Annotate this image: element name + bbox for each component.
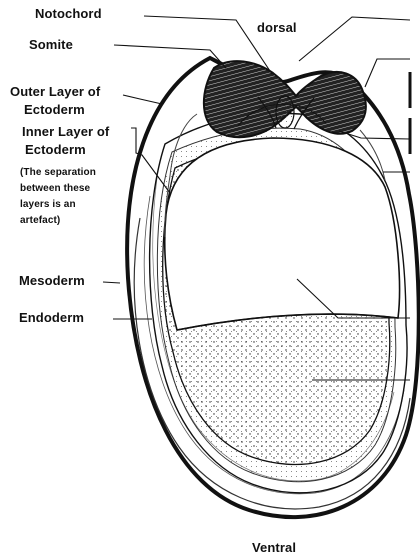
artefact-note-line3: layers is an: [20, 200, 76, 210]
endoderm-label: Endoderm: [19, 311, 84, 324]
inner-layer-label-line1: Inner Layer of: [22, 125, 109, 138]
somite-label: Somite: [29, 38, 73, 51]
outer-layer-label-line1: Outer Layer of: [10, 85, 100, 98]
dorsal-label: dorsal: [257, 21, 297, 34]
notochord-shape: [276, 96, 294, 128]
ventral-label: Ventral: [252, 541, 296, 554]
outer-layer-label-line2: Ectoderm: [24, 103, 85, 116]
inner-layer-label-line2: Ectoderm: [25, 143, 86, 156]
notochord-label: Notochord: [35, 7, 102, 20]
artefact-note-line1: (The separation: [20, 168, 96, 178]
mesoderm-label: Mesoderm: [19, 274, 85, 287]
artefact-note-line4: artefact): [20, 216, 60, 226]
artefact-note-line2: between these: [20, 184, 90, 194]
